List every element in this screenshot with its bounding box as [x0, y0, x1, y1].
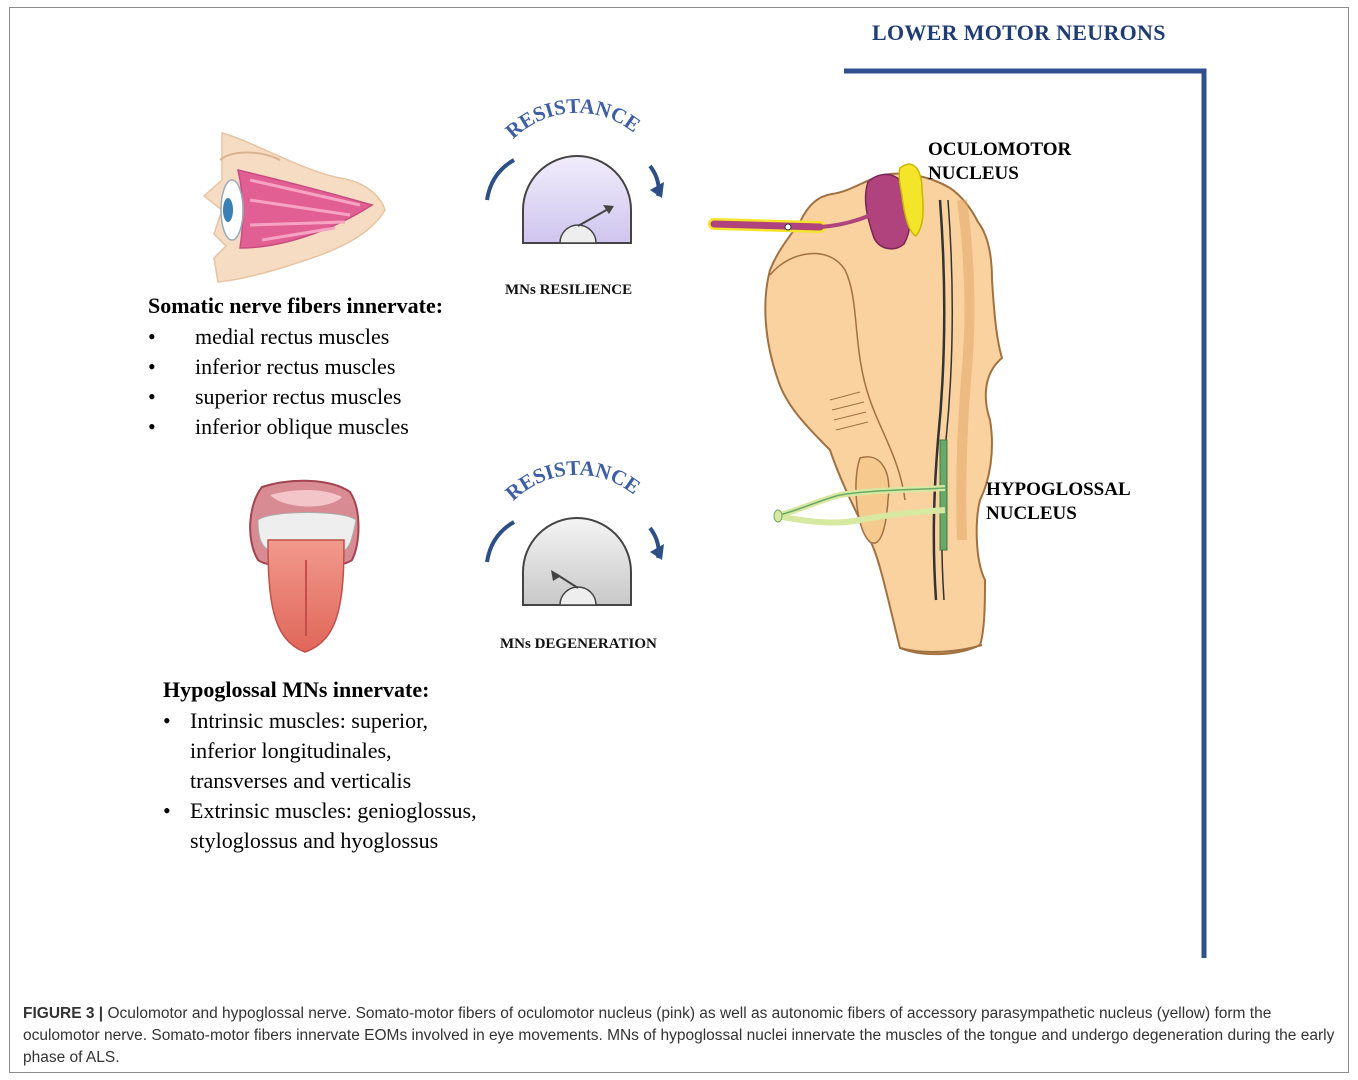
figure-caption: FIGURE 3 | Oculomotor and hypoglossal ne…	[23, 1003, 1338, 1069]
degeneration-gauge: RESISTANCE	[487, 456, 664, 605]
oculomotor-nucleus-label: OCULOMOTOR NUCLEUS	[928, 138, 1071, 186]
eye-icon	[204, 133, 385, 282]
tongue-icon	[250, 481, 358, 652]
hypoglossal-mns-heading: Hypoglossal MNs innervate:	[163, 677, 429, 703]
hypoglossal-mns-list: Intrinsic muscles: superior, inferior lo…	[163, 706, 483, 856]
hypoglossal-nucleus-label: HYPOGLOSSAL NUCLEUS	[986, 478, 1131, 526]
resilience-gauge: RESISTANCE	[487, 94, 664, 243]
gauge-arc-text: RESISTANCE	[500, 94, 645, 144]
hypoglossal-label-line2: NUCLEUS	[986, 502, 1131, 526]
list-item: medial rectus muscles	[148, 322, 409, 352]
lower-motor-neurons-title: LOWER MOTOR NEURONS	[872, 20, 1166, 46]
list-item: inferior oblique muscles	[148, 412, 409, 442]
somatic-fibers-list: medial rectus muscles inferior rectus mu…	[148, 322, 409, 442]
figure-caption-text: Oculomotor and hypoglossal nerve. Somato…	[23, 1005, 1334, 1066]
list-item: inferior rectus muscles	[148, 352, 409, 382]
gauge-caption-resilience: MNs RESILIENCE	[505, 282, 632, 298]
list-item: superior rectus muscles	[148, 382, 409, 412]
gauge-caption-degeneration: MNs DEGENERATION	[500, 636, 657, 652]
list-item: Intrinsic muscles: superior, inferior lo…	[163, 706, 483, 796]
list-item: Extrinsic muscles: genioglossus, stylogl…	[163, 796, 483, 856]
hypoglossal-label-line1: HYPOGLOSSAL	[986, 478, 1131, 502]
oculomotor-label-line1: OCULOMOTOR	[928, 138, 1071, 162]
gauge-arc-text: RESISTANCE	[500, 456, 645, 506]
somatic-fibers-heading: Somatic nerve fibers innervate:	[148, 293, 443, 319]
oculomotor-label-line2: NUCLEUS	[928, 162, 1071, 186]
figure-caption-label: FIGURE 3 |	[23, 1005, 103, 1022]
